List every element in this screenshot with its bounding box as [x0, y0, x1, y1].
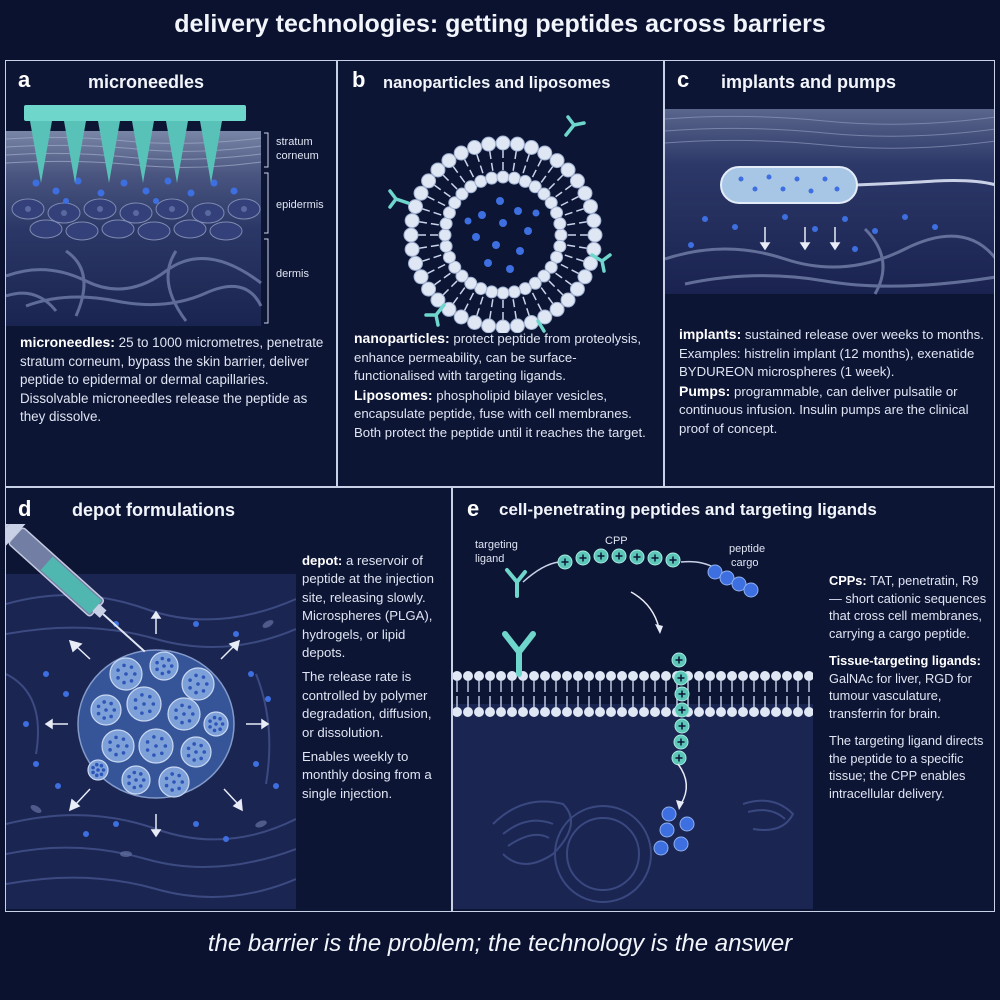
- page-title: delivery technologies: getting peptides …: [174, 10, 826, 38]
- term-implants: implants:: [679, 326, 742, 342]
- panel-text-c: implants: sustained release over weeks t…: [679, 325, 984, 438]
- panel-title-a: microneedles: [88, 72, 205, 92]
- term-nanoparticles: nanoparticles:: [354, 330, 450, 346]
- term-microneedles: microneedles:: [20, 334, 115, 350]
- panel-text-b: nanoparticles: protect peptide from prot…: [354, 329, 654, 442]
- panel-nanoparticles: b nanoparticles and liposomes nanopartic…: [337, 60, 664, 487]
- body-implants: sustained release over weeks to months. …: [679, 327, 984, 379]
- term-depot: depot:: [302, 553, 343, 568]
- microneedle-array-icon: stratum corneum epidermis dermis: [6, 105, 324, 326]
- body-targeting-summary: The targeting ligand directs the peptide…: [829, 733, 984, 801]
- footer-tagline: the barrier is the problem; the technolo…: [207, 930, 793, 957]
- label-cargo: cargo: [731, 557, 759, 569]
- label-corneum: corneum: [276, 150, 319, 162]
- panel-letter-a: a: [18, 67, 31, 92]
- term-tissue-ligands: Tissue-targeting ligands:: [829, 653, 981, 668]
- panel-microneedles: a microneedles: [5, 60, 337, 487]
- label-targeting: targeting: [475, 539, 518, 551]
- panel-letter-d: d: [18, 496, 32, 521]
- label-peptide: peptide: [729, 543, 765, 555]
- implant-icon: [665, 109, 994, 295]
- panel-letter-b: b: [352, 67, 366, 92]
- liposome-icon: [388, 115, 612, 333]
- body-liposomes: phospholipid bilayer vesicles, encapsula…: [354, 387, 646, 440]
- label-epidermis: epidermis: [276, 199, 324, 211]
- term-liposomes: Liposomes:: [354, 386, 433, 403]
- panel-title-e: cell-penetrating peptides and targeting …: [499, 500, 877, 519]
- body-depot-3: Enables weekly to monthly dosing from a …: [302, 749, 432, 801]
- label-dermis: dermis: [276, 268, 310, 280]
- panel-title-b: nanoparticles and liposomes: [383, 74, 611, 92]
- body-microneedles: 25 to 1000 micrometres, penetrate stratu…: [20, 335, 324, 424]
- syringe-icon: [6, 524, 296, 909]
- body-nanoparticles: protect peptide from proteolysis, enhanc…: [354, 331, 642, 383]
- label-stratum: stratum: [276, 136, 313, 148]
- panel-text-e: CPPs: TAT, penetratin, R9 — short cation…: [829, 572, 989, 802]
- panel-letter-c: c: [677, 67, 690, 92]
- body-cpps: TAT, penetratin, R9 — short cationic seq…: [829, 573, 987, 641]
- cell-membrane-icon: targeting ligand CPP peptide cargo: [453, 535, 813, 909]
- panel-text-a: microneedles: 25 to 1000 micrometres, pe…: [20, 333, 325, 427]
- panel-text-d: depot: a reservoir of peptide at the inj…: [302, 552, 442, 803]
- panel-title-c: implants and pumps: [721, 72, 897, 92]
- panel-depot: d depot formulations: [5, 487, 452, 912]
- label-ligand: ligand: [475, 553, 504, 565]
- body-pumps: programmable, can deliver pulsatile or c…: [679, 383, 969, 436]
- body-depot-2: The release rate is controlled by polyme…: [302, 669, 432, 740]
- body-tissue-ligands: GalNAc for liver, RGD for tumour vascula…: [829, 670, 972, 721]
- panel-letter-e: e: [467, 496, 480, 521]
- panel-implants: c implants and pumps implan: [664, 60, 995, 487]
- body-depot-1: a reservoir of peptide at the injection …: [302, 553, 434, 661]
- panel-title-d: depot formulations: [72, 500, 235, 520]
- term-pumps: Pumps:: [679, 382, 731, 399]
- term-cpps: CPPs:: [829, 573, 867, 588]
- panel-cpp: e cell-penetrating peptides and targetin…: [452, 487, 995, 912]
- label-cpp: CPP: [605, 535, 628, 547]
